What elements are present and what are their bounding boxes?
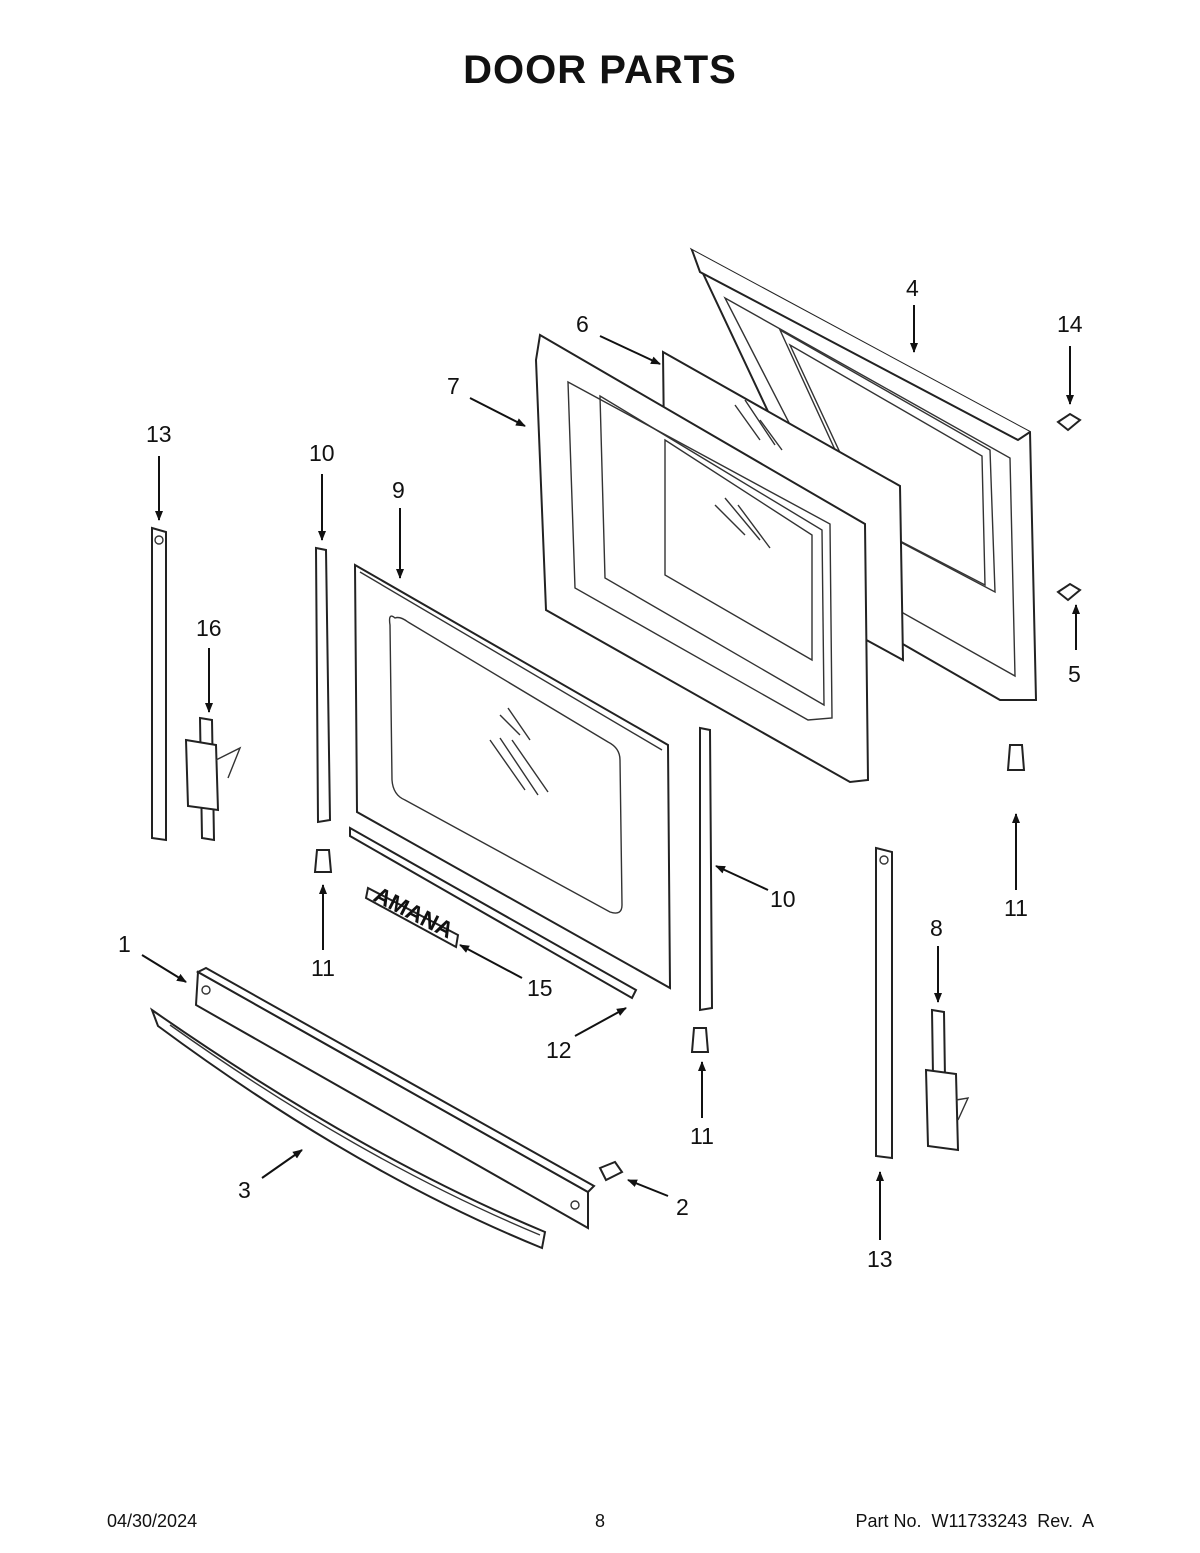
callout-11-b: 11: [690, 1123, 714, 1149]
callout-15: 15: [527, 975, 553, 1001]
hinge-right: [924, 1008, 970, 1152]
callout-11-c: 11: [1004, 895, 1028, 921]
footer-date: 04/30/2024: [107, 1511, 198, 1531]
callout-4: 4: [906, 275, 919, 301]
screw-11-c: [1006, 744, 1026, 771]
door-side-trim-right: [699, 726, 714, 1012]
callout-labels: 1 2 3 4 5 6 7 8 9 10 10 11 11 11 11 12 1…: [118, 275, 1083, 1272]
page-title: DOOR PARTS: [463, 48, 737, 92]
screw-14: [1056, 412, 1082, 432]
callout-5: 5: [1068, 661, 1081, 687]
callout-11-a: 11: [311, 955, 335, 981]
callout-6: 6: [576, 311, 589, 337]
hinge-receiver-left: [151, 526, 167, 842]
callout-2: 2: [676, 1194, 689, 1220]
callout-7: 7: [447, 373, 460, 399]
callout-12: 12: [546, 1037, 572, 1063]
screw-11-a: [313, 849, 333, 873]
callout-9: 9: [392, 477, 405, 503]
leader-lines: [141, 305, 1080, 1240]
door-side-trim-left: [314, 546, 332, 824]
glass-frame: [534, 333, 870, 784]
hinge-left: [184, 716, 242, 842]
callout-14: 14: [1057, 311, 1083, 337]
callout-3: 3: [238, 1177, 251, 1203]
callout-13-right: 13: [867, 1246, 893, 1272]
footer-page-number: 8: [594, 1511, 605, 1531]
outer-door-glass: [353, 563, 672, 990]
door-trim: [194, 966, 596, 1230]
callout-10-right: 10: [770, 886, 796, 912]
hinge-receiver-right: [875, 846, 893, 1160]
screw-11-b: [690, 1027, 710, 1053]
callout-10-left: 10: [309, 440, 335, 466]
callout-1: 1: [118, 931, 131, 957]
bottom-trim-strip: [349, 826, 638, 1000]
callout-8: 8: [930, 915, 943, 941]
callout-16: 16: [196, 615, 222, 641]
screw-2: [598, 1160, 624, 1182]
footer-part-number: Part No. W11733243 Rev. A: [855, 1511, 1094, 1531]
door-handle: [149, 1007, 547, 1250]
screw-5: [1056, 582, 1082, 602]
callout-13-left: 13: [146, 421, 172, 447]
